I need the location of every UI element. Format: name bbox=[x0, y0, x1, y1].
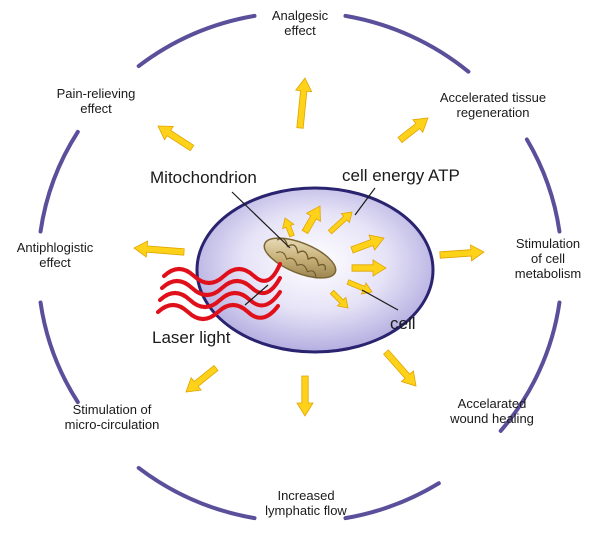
arrow bbox=[294, 77, 313, 129]
arrow bbox=[439, 244, 485, 262]
label-analgesic: Analgesic effect bbox=[271, 8, 329, 38]
label-mitochondrion: Mitochondrion bbox=[150, 168, 257, 187]
label-micro-circulation: Stimulation of micro-circulation bbox=[64, 402, 160, 432]
arrow bbox=[329, 289, 349, 309]
label-laser-light: Laser light bbox=[152, 328, 231, 347]
label-lymphatic-flow: Increased lymphatic flow bbox=[265, 488, 347, 518]
label-wound-healing: Accelarated wound healing bbox=[450, 396, 534, 426]
leader-lines bbox=[231, 187, 399, 311]
arrow bbox=[350, 234, 385, 254]
arrow bbox=[327, 211, 353, 235]
arrow bbox=[383, 349, 417, 387]
arrow bbox=[397, 117, 429, 144]
ring-segment bbox=[136, 13, 257, 69]
label-tissue-regeneration: Accelerated tissue regeneration bbox=[439, 90, 547, 120]
arrow bbox=[133, 240, 185, 258]
arrow bbox=[351, 259, 387, 277]
ring-segment bbox=[524, 137, 562, 234]
ring-segment bbox=[38, 129, 80, 234]
ring-segment bbox=[136, 465, 257, 521]
effect-arrows bbox=[133, 77, 485, 417]
laser-waves bbox=[156, 262, 282, 321]
arrow bbox=[185, 364, 219, 393]
arrow bbox=[301, 205, 321, 235]
label-cell: cell bbox=[390, 314, 416, 333]
label-antiphlogistic: Antiphlogistic effect bbox=[16, 240, 94, 270]
label-cell-energy-atp: cell energy ATP bbox=[342, 166, 460, 185]
ring-segment bbox=[343, 481, 441, 521]
arrow bbox=[157, 125, 195, 152]
ring-segment bbox=[343, 13, 471, 74]
label-pain-relieving: Pain-relieving effect bbox=[56, 86, 136, 116]
label-cell-metabolism: Stimulation of cell metabolism bbox=[514, 236, 582, 281]
arrow bbox=[296, 375, 314, 417]
arrow bbox=[282, 217, 295, 238]
ring-segment bbox=[498, 300, 562, 433]
outer-ring bbox=[38, 13, 562, 521]
arrow bbox=[346, 279, 373, 295]
ring-segment bbox=[38, 300, 80, 405]
